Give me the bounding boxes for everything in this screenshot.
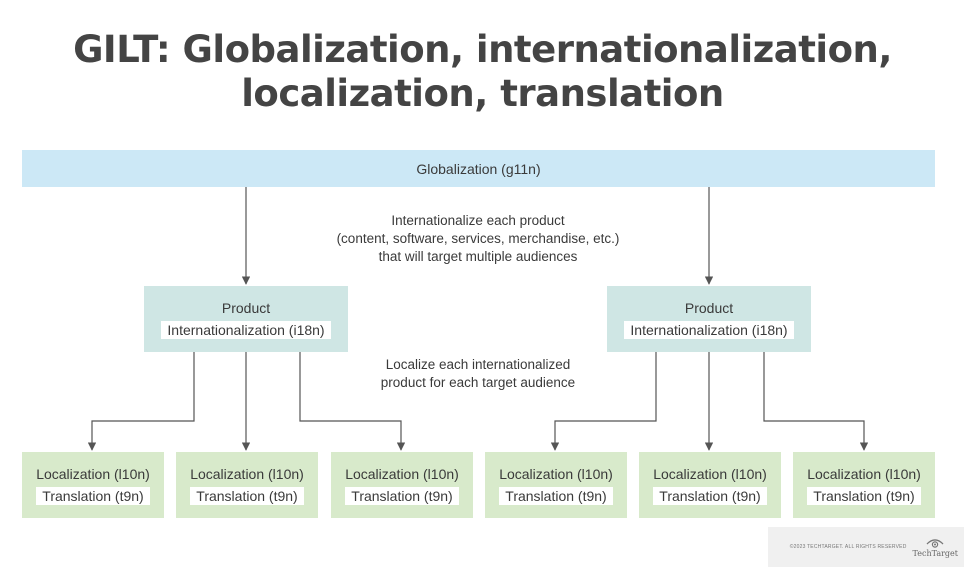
diagram-title: GILT: Globalization, internationalizatio… (0, 28, 965, 116)
globalization-label: Globalization (g11n) (416, 160, 541, 177)
title-line-1: GILT: Globalization, internationalizatio… (73, 28, 892, 71)
localize-note-line-1: Localize each internationalized (385, 357, 571, 372)
internationalize-note: Internationalize each product (content, … (280, 212, 676, 266)
translation-subtitle: Translation (t9n) (807, 486, 921, 505)
internationalize-note-line-3: that will target multiple audiences (378, 249, 578, 264)
localization-title: Localization (l10n) (345, 465, 459, 482)
globalization-bar: Globalization (g11n) (22, 150, 935, 187)
product-title: Product (684, 299, 734, 316)
localization-box-3: Localization (l10n) Translation (t9n) (331, 452, 473, 518)
localization-title: Localization (l10n) (190, 465, 304, 482)
translation-subtitle: Translation (t9n) (345, 486, 459, 505)
localization-box-2: Localization (l10n) Translation (t9n) (176, 452, 318, 518)
product-title: Product (221, 299, 271, 316)
translation-subtitle: Translation (t9n) (653, 486, 767, 505)
title-line-2: localization, translation (241, 72, 724, 115)
arrow-product-left-to-loc-1 (87, 352, 195, 451)
translation-subtitle: Translation (t9n) (190, 486, 304, 505)
localization-title: Localization (l10n) (499, 465, 613, 482)
arrow-product-right-to-loc-6 (763, 352, 869, 451)
translation-subtitle: Translation (t9n) (499, 486, 613, 505)
translation-subtitle: Translation (t9n) (36, 486, 150, 505)
internationalize-note-line-2: (content, software, services, merchandis… (336, 231, 620, 246)
copyright-footer: ©2023 TECHTARGET. ALL RIGHTS RESERVED Te… (768, 527, 964, 567)
localization-title: Localization (l10n) (653, 465, 767, 482)
brand-name: TechTarget (912, 548, 958, 558)
product-box-right: Product Internationalization (i18n) (607, 286, 811, 352)
arrow-product-left-to-loc-3 (299, 352, 406, 451)
localization-box-6: Localization (l10n) Translation (t9n) (793, 452, 935, 518)
localization-box-5: Localization (l10n) Translation (t9n) (639, 452, 781, 518)
techtarget-logo: TechTarget (913, 537, 958, 558)
product-box-left: Product Internationalization (i18n) (144, 286, 348, 352)
localization-title: Localization (l10n) (36, 465, 150, 482)
localize-note-line-2: product for each target audience (380, 375, 576, 390)
copyright-text: ©2023 TECHTARGET. ALL RIGHTS RESERVED (789, 544, 907, 550)
localization-title: Localization (l10n) (807, 465, 921, 482)
localization-box-4: Localization (l10n) Translation (t9n) (485, 452, 627, 518)
localization-box-1: Localization (l10n) Translation (t9n) (22, 452, 164, 518)
arrow-product-right-to-loc-4 (550, 352, 657, 451)
product-subtitle: Internationalization (i18n) (624, 320, 794, 339)
eye-icon (926, 538, 944, 548)
product-subtitle: Internationalization (i18n) (161, 320, 331, 339)
localize-note: Localize each internationalized product … (318, 356, 638, 392)
internationalize-note-line-1: Internationalize each product (391, 213, 565, 228)
